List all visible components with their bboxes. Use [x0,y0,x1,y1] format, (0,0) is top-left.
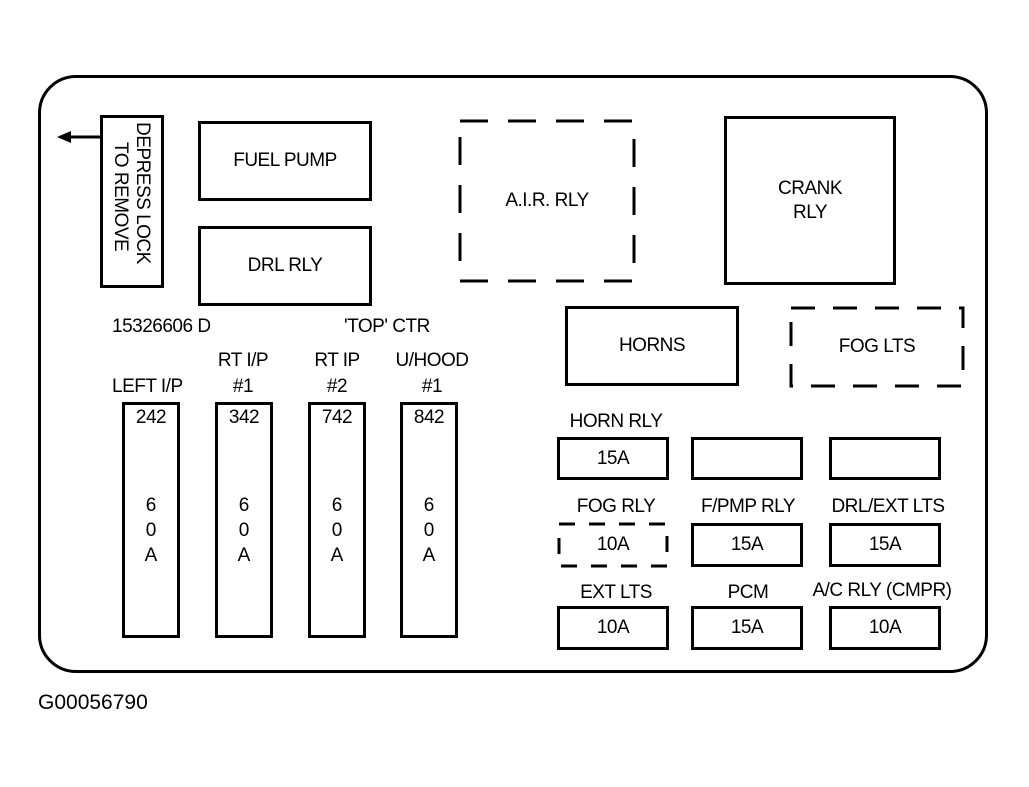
air-relay: A.I.R. RLY [458,119,636,283]
mini-fuse: 10A [557,606,669,650]
dashed-outline [458,119,636,283]
fuse-rating: 10A [868,617,902,638]
mini-fuse-dashed: 10A [557,522,669,568]
dashed-outline [789,306,965,388]
drl-relay-label: DRL RLY [247,255,323,276]
drl-relay: DRL RLY [198,226,372,306]
dashed-outline [557,522,669,568]
mini-fuse-label: A/C RLY (CMPR) [812,580,952,601]
mini-fuse-empty [829,437,941,480]
maxi-fuse-label: #2 [326,376,348,397]
crank-relay: CRANK RLY [724,116,896,285]
fuse-block-outline [38,75,988,673]
mini-fuse: 15A [691,523,803,567]
fuse-rating: 15A [596,447,630,469]
maxi-fuse-label: LEFT I/P [112,376,183,397]
mini-fuse: 15A [691,606,803,650]
fuse-number: 742 [321,407,353,428]
mini-fuse-label: PCM [727,582,769,603]
fuse-rating: 15A [730,617,764,638]
figure-id: G00056790 [38,691,148,714]
fuel-pump-relay: FUEL PUMP [198,121,372,201]
fuse-number: 842 [413,407,445,428]
horns-relay: HORNS [565,306,739,386]
mini-fuse-label: F/PMP RLY [700,496,796,517]
fog-lights-relay: FOG LTS [789,306,965,388]
fuel-pump-label: FUEL PUMP [233,150,337,171]
crank-relay-line1: CRANK [777,177,843,199]
fuse-rating: 10A [596,534,630,555]
air-relay-label: A.I.R. RLY [505,190,589,211]
mini-fuse-label: HORN RLY [569,411,663,432]
mini-fuse: 10A [829,606,941,650]
fog-lights-label: FOG LTS [838,336,916,357]
fuse-rating: 15A [730,534,764,555]
fuse-number: 242 [135,407,167,428]
lock-tab: DEPRESS LOCK TO REMOVE [100,115,164,288]
maxi-fuse-label: RT IP [314,350,360,371]
lock-tab-line2: TO REMOVE [110,142,131,252]
mini-fuse: 15A [829,523,941,567]
maxi-fuse-label: #1 [421,376,443,397]
lock-tab-line1: DEPRESS LOCK [132,122,153,264]
mini-fuse-empty [691,437,803,480]
maxi-fuse-label: RT I/P [217,350,269,371]
mini-fuse-label: EXT LTS [580,582,652,603]
arrow-left-icon [57,131,103,143]
crank-relay-line2: RLY [792,201,828,223]
fuse-rating: 15A [868,534,902,555]
fuse-number: 342 [228,407,260,428]
maxi-fuse-label: U/HOOD [395,350,470,371]
maxi-fuse-label: #1 [232,376,254,397]
orientation-note: 'TOP' CTR [344,316,430,337]
mini-fuse-label: DRL/EXT LTS [831,496,945,517]
fuse-rating: 10A [596,617,630,638]
mini-fuse-label: FOG RLY [576,496,656,517]
mini-fuse: 15A [557,437,669,480]
horns-label: HORNS [618,335,686,356]
part-number: 15326606 D [112,316,211,337]
